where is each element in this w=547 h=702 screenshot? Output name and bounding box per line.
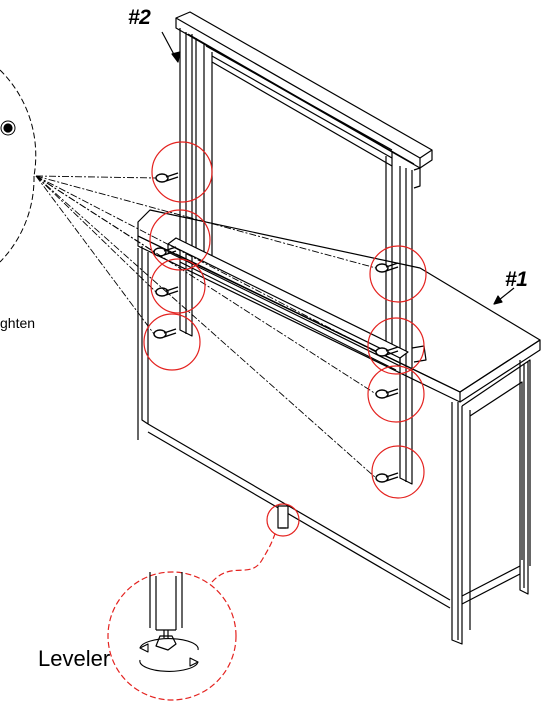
leader-lines: [35, 175, 377, 479]
tighten-label: ghten: [0, 315, 36, 331]
pointer-arrows: [161, 31, 515, 305]
rotate-arrow-icon: [139, 638, 199, 672]
mirror-frame: [167, 11, 433, 485]
part-label-2: #2: [128, 6, 151, 29]
dresser-body: [137, 209, 541, 645]
leveler-label: Leveler: [38, 646, 111, 671]
callout-circles: [107, 141, 427, 701]
detail-circle: [0, 69, 37, 263]
part-label-1: #1: [505, 268, 528, 291]
